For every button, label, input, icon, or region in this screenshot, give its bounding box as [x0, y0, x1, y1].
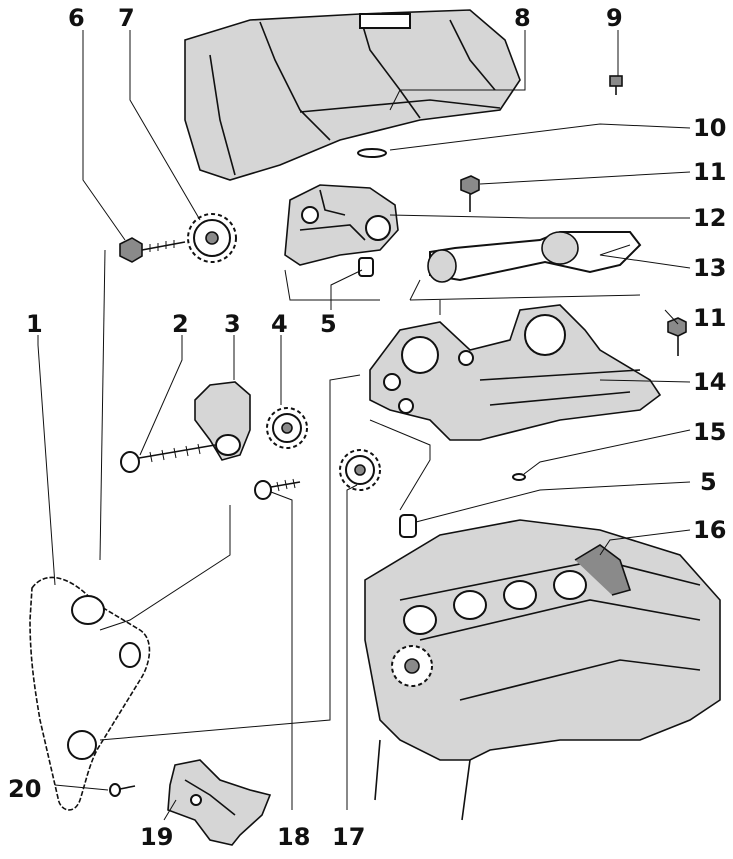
callout-11-top: 11 — [693, 158, 726, 186]
oil-pump — [284, 184, 399, 266]
chain-tensioner — [194, 381, 251, 461]
callout-labels: 6 7 8 9 10 11 12 13 5 11 14 15 5 16 1 2 … — [8, 4, 726, 851]
callout-20: 20 — [8, 775, 41, 803]
bolt-20 — [109, 783, 136, 797]
callout-7: 7 — [118, 4, 135, 32]
bolt-11-top — [460, 175, 480, 212]
callout-18: 18 — [277, 823, 310, 851]
bolt-2 — [120, 443, 216, 473]
callout-14: 14 — [693, 368, 726, 396]
seal-10 — [357, 148, 387, 158]
callout-17: 17 — [332, 823, 365, 851]
callout-5-upper: 5 — [320, 310, 337, 338]
callout-5-lower: 5 — [700, 468, 717, 496]
callout-1: 1 — [26, 310, 43, 338]
leader-lines — [37, 30, 691, 821]
bolt-11-right — [667, 317, 687, 356]
callout-12: 12 — [693, 204, 726, 232]
tensioner-rail — [167, 759, 272, 846]
seal-15 — [512, 473, 526, 481]
sprocket-17 — [339, 449, 381, 491]
sprocket-7 — [187, 213, 237, 263]
callout-4: 4 — [271, 310, 288, 338]
callout-16: 16 — [693, 516, 726, 544]
callout-11-right: 11 — [693, 304, 726, 332]
callout-6: 6 — [68, 4, 85, 32]
bushing-5-upper — [358, 257, 374, 277]
callout-2: 2 — [172, 310, 189, 338]
balance-shaft-housing — [369, 304, 662, 441]
timing-chain — [29, 576, 151, 811]
valve-cover — [184, 9, 521, 181]
callout-9: 9 — [606, 4, 623, 32]
bolt-6 — [119, 237, 186, 263]
callout-10: 10 — [693, 114, 726, 142]
callout-3: 3 — [224, 310, 241, 338]
sprocket-4 — [266, 407, 308, 449]
bushing-5-lower — [399, 514, 417, 538]
callout-15: 15 — [693, 418, 726, 446]
callout-19: 19 — [140, 823, 173, 851]
callout-8: 8 — [514, 4, 531, 32]
balance-shaft — [427, 231, 642, 283]
engine-block — [364, 519, 721, 821]
callout-13: 13 — [693, 254, 726, 282]
bolt-9 — [609, 75, 623, 95]
bolt-18 — [254, 478, 301, 500]
